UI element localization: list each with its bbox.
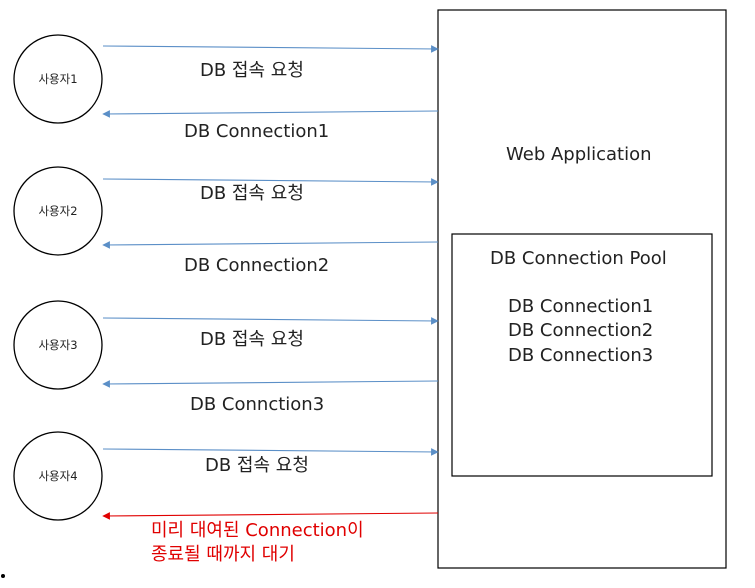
connection-pool-box (451, 233, 713, 477)
request-arrow-1 (102, 45, 439, 53)
user-circle-1 (13, 34, 103, 124)
request-arrow-4 (102, 448, 439, 456)
user-label-3: 사용자3 (38, 338, 78, 352)
user-label-1: 사용자1 (38, 72, 78, 86)
request-label-2: DB 접속 요청 (200, 183, 304, 204)
wait-arrow-4 (102, 512, 439, 520)
stray-dot (1, 574, 5, 578)
request-arrow-3 (102, 317, 439, 325)
response-arrow-3 (102, 380, 439, 388)
request-label-3: DB 접속 요청 (200, 329, 304, 350)
pool-item-1: DB Connection1 (508, 296, 654, 317)
pool-item-2: DB Connection2 (508, 320, 654, 341)
response-label-2: DB Connection2 (184, 255, 330, 276)
pool-item-3: DB Connection3 (508, 345, 654, 366)
wait-label-line1: 미리 대여된 Connection이 (151, 520, 364, 541)
user-circle-2 (13, 166, 103, 256)
response-label-3: DB Connction3 (190, 394, 325, 415)
web-application-title: Web Application (506, 144, 652, 165)
request-label-4: DB 접속 요청 (205, 455, 309, 476)
user-label-2: 사용자2 (38, 204, 78, 218)
response-arrow-2 (102, 241, 439, 249)
user-circle-4 (13, 431, 103, 521)
request-arrow-2 (102, 178, 439, 186)
pool-title: DB Connection Pool (490, 248, 667, 269)
user-circle-3 (13, 300, 103, 390)
web-application-box (437, 9, 727, 569)
response-label-1: DB Connection1 (184, 121, 330, 142)
user-label-4: 사용자4 (38, 469, 78, 483)
wait-label-line2: 종료될 때까지 대기 (151, 544, 295, 565)
request-label-1: DB 접속 요청 (200, 60, 304, 81)
response-arrow-1 (102, 110, 439, 118)
